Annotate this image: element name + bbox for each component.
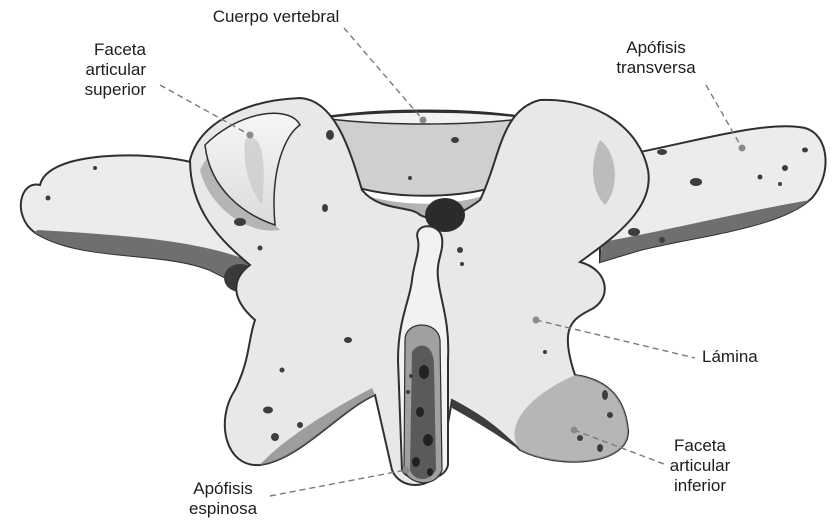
label-faceta-inferior-line-3: inferior — [660, 476, 740, 496]
leader-cuerpo-vertebral — [344, 28, 423, 120]
label-faceta-superior-line-2: articular — [60, 60, 146, 80]
label-faceta-articular-superior: Faceta articular superior — [60, 40, 146, 100]
label-lamina: Lámina — [702, 347, 782, 367]
label-faceta-articular-inferior: Faceta articular inferior — [660, 436, 740, 496]
label-faceta-superior-line-3: superior — [60, 80, 146, 100]
label-apofisis-espinosa: Apófisis espinosa — [178, 479, 268, 519]
label-faceta-inferior-line-2: articular — [660, 456, 740, 476]
label-faceta-inferior-line-1: Faceta — [660, 436, 740, 456]
label-apofisis-transversa-line-1: Apófisis — [606, 38, 706, 58]
label-apofisis-transversa-line-2: transversa — [606, 58, 706, 78]
label-apofisis-transversa: Apófisis transversa — [606, 38, 706, 78]
label-apofisis-espinosa-line-1: Apófisis — [178, 479, 268, 499]
leader-apofisis-espinosa — [270, 470, 406, 496]
label-cuerpo-vertebral: Cuerpo vertebral — [206, 7, 346, 27]
label-apofisis-espinosa-line-2: espinosa — [178, 499, 268, 519]
label-faceta-superior-line-1: Faceta — [60, 40, 146, 60]
